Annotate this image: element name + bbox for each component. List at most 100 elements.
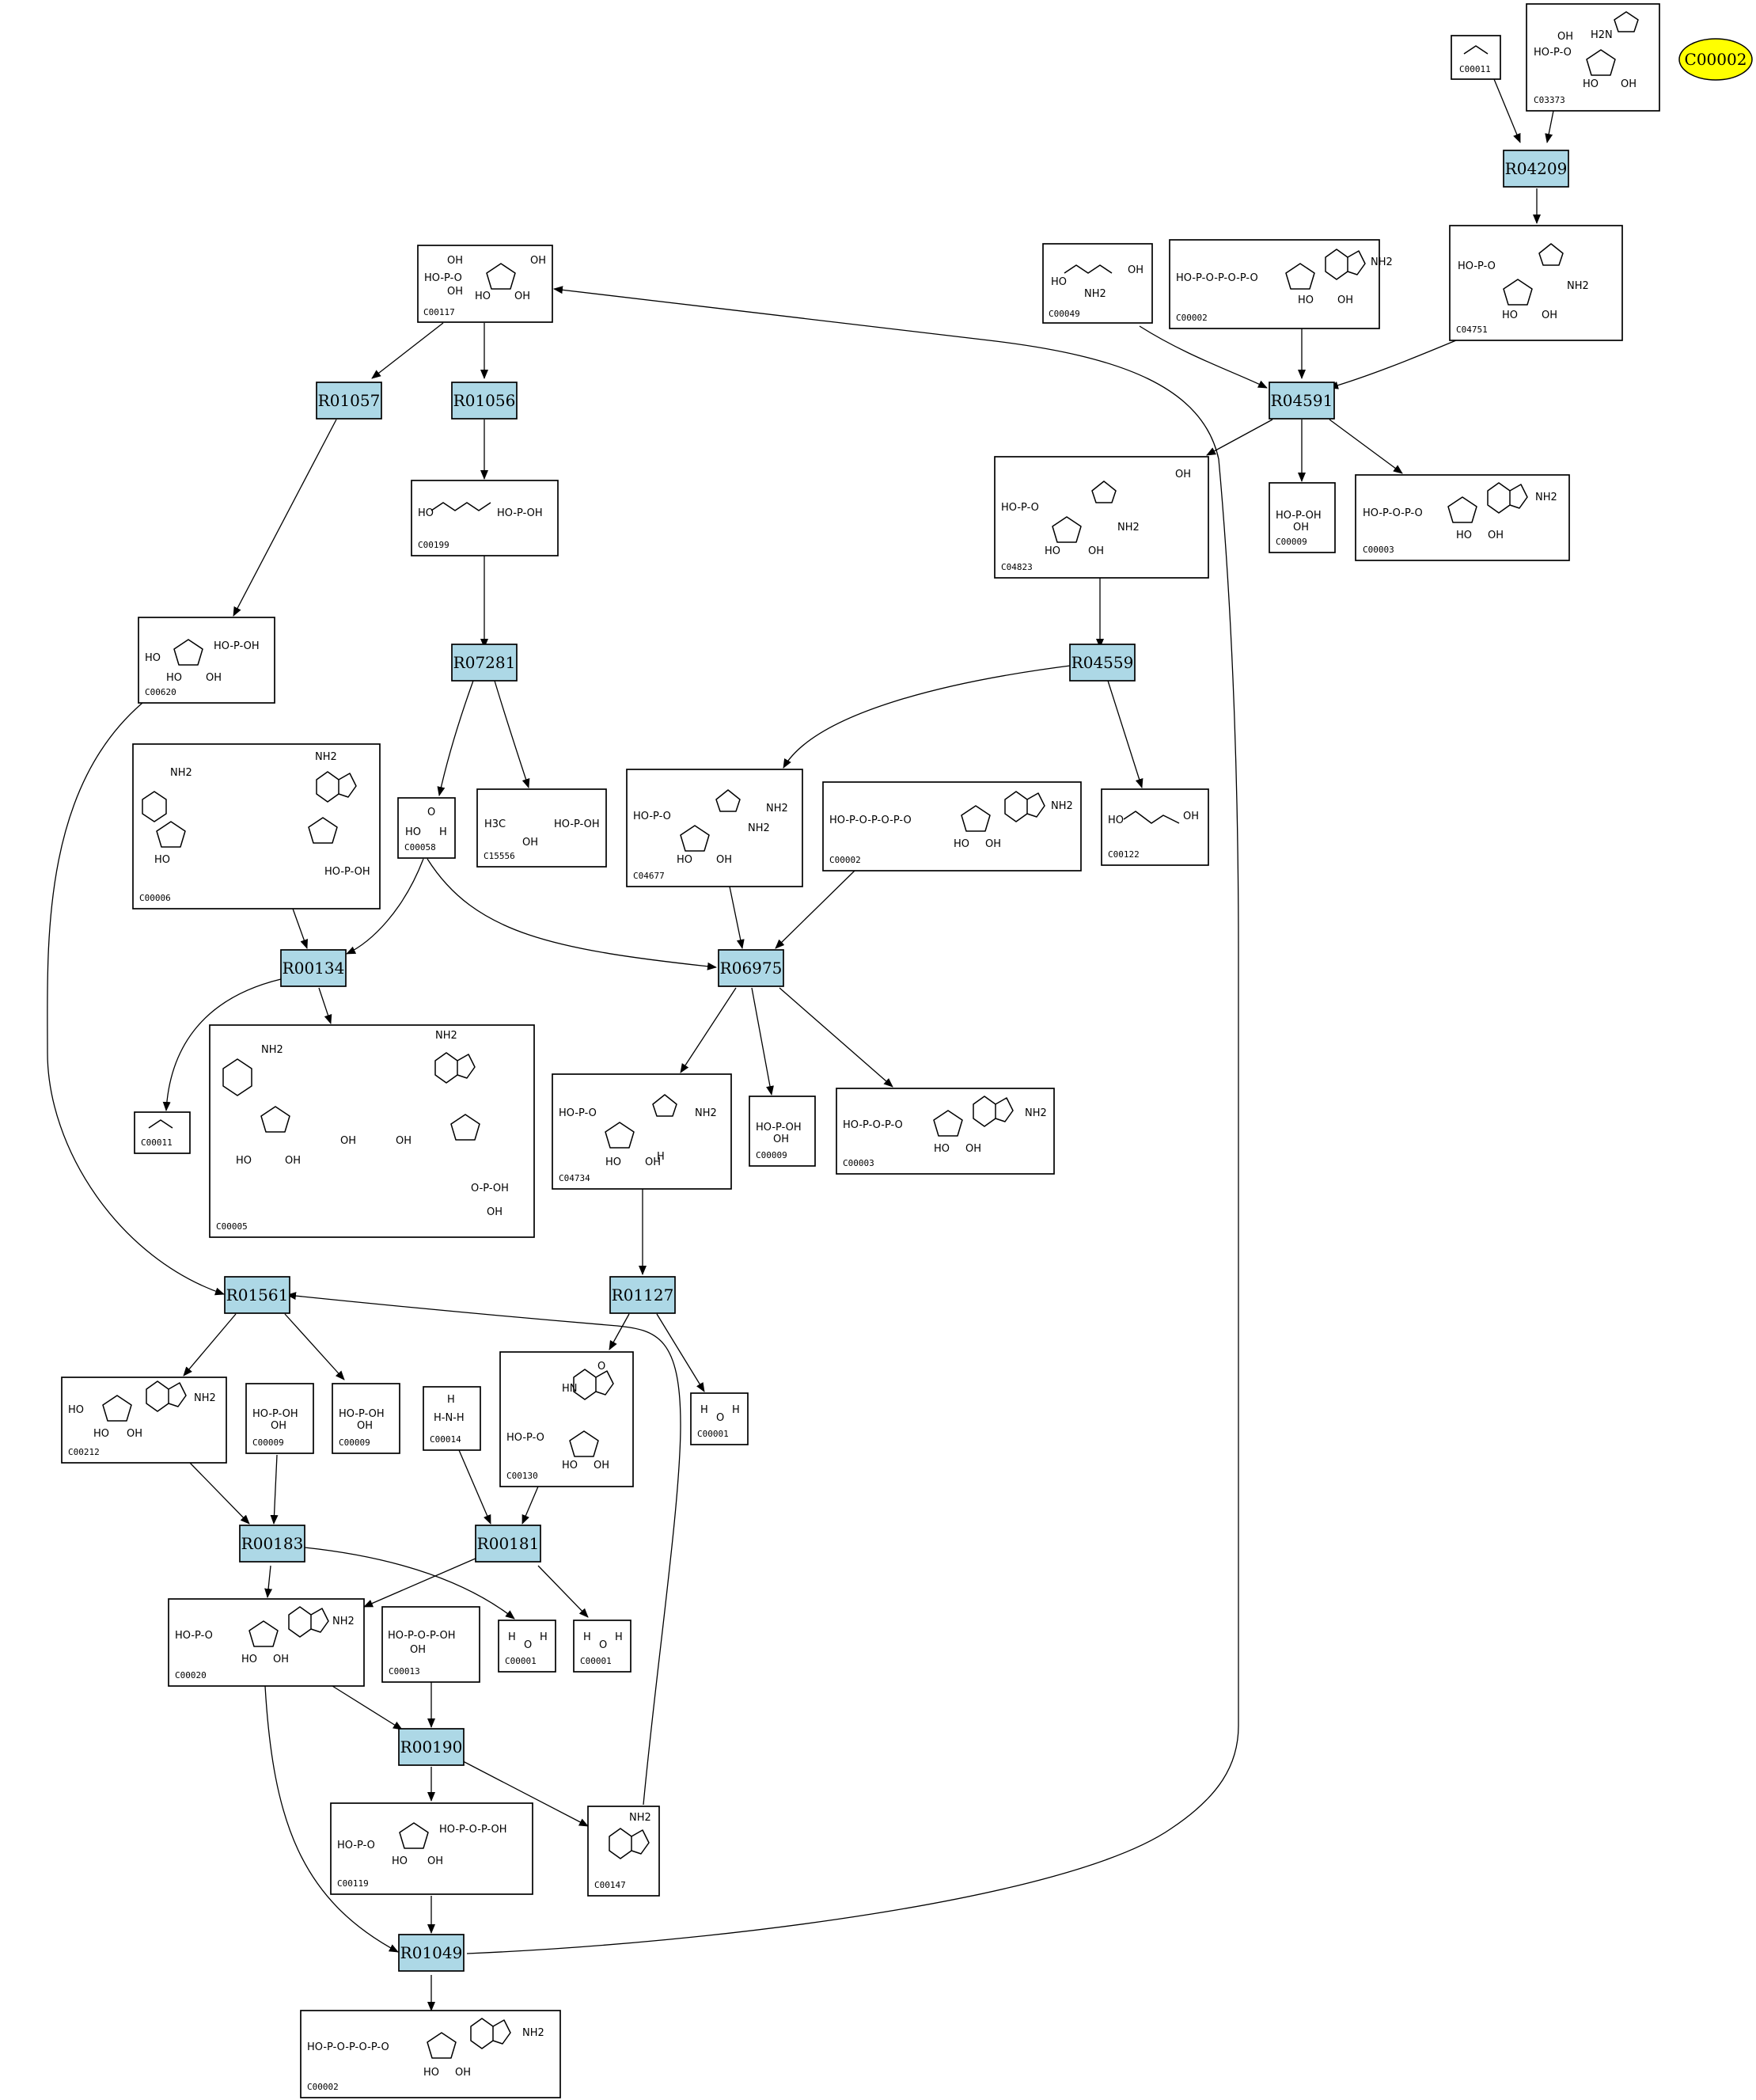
svg-text:C04751: C04751 — [1456, 325, 1488, 335]
svg-text:HO: HO — [1583, 78, 1599, 90]
reaction-r01056[interactable]: R01056 — [451, 382, 518, 420]
compound-c00009-top[interactable]: HO-P-OH OH C00009 — [1269, 482, 1336, 553]
compound-c00013[interactable]: HO-P-O-P-OH OH C00013 — [381, 1606, 480, 1683]
compound-c00003-top[interactable]: HO-P-O-P-O NH2 HO OH C00003 — [1355, 474, 1570, 561]
svg-text:C00130: C00130 — [506, 1471, 538, 1481]
svg-text:OH: OH — [127, 1428, 142, 1440]
edge-c00014-r00181 — [458, 1449, 491, 1525]
compound-c00049[interactable]: HO OH NH2 C00049 — [1042, 243, 1153, 324]
svg-text:HO-P-O: HO-P-O — [559, 1107, 597, 1119]
svg-text:OH: OH — [522, 837, 538, 849]
edge-c00058-r06975 — [427, 858, 717, 970]
compound-c00130[interactable]: O HN HO-P-O HO OH C00130 — [499, 1351, 634, 1487]
svg-text:OH: OH — [1542, 309, 1557, 321]
reaction-r07281[interactable]: R07281 — [451, 644, 518, 682]
compound-c00122[interactable]: HO OH C00122 — [1101, 788, 1209, 866]
svg-text:C00003: C00003 — [843, 1158, 874, 1168]
edge-r01127-c00130 — [609, 1313, 630, 1350]
svg-text:C04823: C04823 — [1001, 562, 1033, 572]
compound-c00009-b[interactable]: HO-P-OH OH C00009 — [332, 1383, 400, 1454]
compound-c00005[interactable]: NH2 NH2 HO OH OH OH O-P-OH OH C00005 — [209, 1024, 535, 1238]
svg-text:OH: OH — [645, 1156, 661, 1168]
highlight-c00002[interactable]: C00002 — [1678, 38, 1753, 81]
compound-c04734[interactable]: HO-P-O NH2 H HO OH C04734 — [552, 1073, 732, 1190]
compound-c00119[interactable]: HO-P-O HO-P-O-P-OH HO OH C00119 — [330, 1802, 533, 1895]
svg-text:NH2: NH2 — [1371, 256, 1393, 268]
svg-text:HO: HO — [475, 291, 491, 302]
edge-c00058-r00134 — [346, 858, 424, 955]
compound-c00199[interactable]: HO HO-P-OH C00199 — [411, 480, 559, 556]
reaction-r00190[interactable]: R00190 — [398, 1728, 465, 1766]
reaction-r00181[interactable]: R00181 — [475, 1525, 541, 1563]
svg-text:C00001: C00001 — [697, 1429, 729, 1439]
compound-c00620[interactable]: HO HO-P-OH HO OH C00620 — [138, 617, 275, 704]
svg-text:HO: HO — [1502, 309, 1518, 321]
svg-text:C00011: C00011 — [1459, 64, 1491, 74]
compound-c04677[interactable]: HO-P-O NH2 NH2 HO OH C04677 — [626, 769, 803, 887]
svg-text:HO: HO — [1045, 545, 1060, 557]
svg-text:HO-P-O-P-O-P-O: HO-P-O-P-O-P-O — [307, 2041, 389, 2053]
compound-c00117[interactable]: HO-P-O OH OH OH HO OH C00117 — [417, 245, 553, 323]
reaction-r01057[interactable]: R01057 — [316, 382, 382, 420]
reaction-r04591[interactable]: R04591 — [1269, 382, 1335, 420]
compound-c00002-top[interactable]: HO-P-O-P-O-P-O NH2 HO OH C00002 — [1169, 239, 1393, 329]
svg-text:HO-P-O-P-O-P-O: HO-P-O-P-O-P-O — [1176, 272, 1258, 284]
svg-text:C00006: C00006 — [139, 893, 171, 903]
reaction-r00183[interactable]: R00183 — [239, 1525, 305, 1563]
svg-text:OH: OH — [271, 1420, 286, 1432]
compound-c00003-mid[interactable]: HO-P-O-P-O NH2 HO OH C00003 — [836, 1088, 1055, 1175]
svg-text:HO-P-O-P-O-P-O: HO-P-O-P-O-P-O — [829, 815, 912, 826]
svg-text:HO: HO — [954, 838, 969, 850]
svg-text:C00122: C00122 — [1108, 849, 1140, 860]
reaction-r01561[interactable]: R01561 — [224, 1276, 290, 1314]
reaction-r01049[interactable]: R01049 — [398, 1934, 465, 1972]
svg-text:NH2: NH2 — [695, 1107, 717, 1119]
svg-text:R00181: R00181 — [477, 1534, 540, 1553]
svg-text:HO: HO — [934, 1143, 950, 1155]
compound-c04823[interactable]: HO-P-O OH NH2 HO OH C04823 — [994, 456, 1209, 579]
compound-c00014[interactable]: H H-N-H C00014 — [423, 1386, 481, 1451]
edge-c03373-r04209 — [1545, 110, 1554, 143]
compound-c00006[interactable]: NH2 NH2 HO HO-P-OH C00006 — [132, 743, 381, 909]
compound-c00147[interactable]: NH2 C00147 — [587, 1806, 660, 1897]
svg-text:HO-P-OH: HO-P-OH — [252, 1408, 298, 1420]
compound-c15556[interactable]: H3C OH HO-P-OH C15556 — [476, 788, 607, 868]
svg-text:OH: OH — [447, 286, 463, 298]
edge-r00181-c00020 — [363, 1557, 478, 1608]
svg-text:OH: OH — [487, 1206, 503, 1218]
compound-c00212[interactable]: HO NH2 HO OH C00212 — [61, 1377, 227, 1464]
edge-c00020-r01049 — [264, 1685, 399, 1953]
compound-c04751[interactable]: HO-P-O NH2 HO OH C04751 — [1449, 225, 1623, 341]
compound-c00058[interactable]: O HO H C00058 — [397, 797, 456, 859]
reaction-r01127[interactable]: R01127 — [609, 1276, 676, 1314]
compound-c00001-c[interactable]: H O H C00001 — [573, 1620, 631, 1673]
compound-c00011-top[interactable]: C00011 — [1451, 35, 1501, 80]
compound-c00020[interactable]: HO-P-O NH2 HO OH C00020 — [168, 1598, 365, 1687]
edge-c00049-r04591 — [1139, 325, 1268, 389]
reaction-r00134[interactable]: R00134 — [280, 949, 347, 987]
compound-c00011-mid[interactable]: C00011 — [134, 1111, 191, 1154]
svg-text:NH2: NH2 — [332, 1616, 355, 1627]
svg-text:HO-P-O-P-O: HO-P-O-P-O — [843, 1119, 903, 1131]
compound-c00009-a[interactable]: HO-P-OH OH C00009 — [245, 1383, 314, 1454]
edge-r01561-c00009b — [284, 1313, 345, 1380]
svg-text:R06975: R06975 — [720, 959, 783, 978]
edge-c00620-r01561 — [47, 702, 225, 1296]
compound-c00009-mid[interactable]: HO-P-OH OH C00009 — [749, 1096, 816, 1167]
svg-text:HO: HO — [1108, 815, 1124, 826]
compound-c03373[interactable]: OH HO-P-O H2N HO OH C03373 — [1526, 3, 1660, 112]
edge-r04591-c04823 — [1206, 419, 1273, 456]
svg-text:H-N-H: H-N-H — [434, 1412, 465, 1424]
reaction-r04559[interactable]: R04559 — [1069, 644, 1136, 682]
compound-c00001-a[interactable]: H O H C00001 — [690, 1392, 749, 1445]
svg-text:NH2: NH2 — [1084, 288, 1106, 300]
compound-c00002-mid[interactable]: HO-P-O-P-O-P-O NH2 HO OH C00002 — [822, 781, 1082, 872]
edge-c00020-r00190 — [332, 1685, 403, 1730]
compound-c00001-b[interactable]: H O H C00001 — [498, 1620, 556, 1673]
reaction-r06975[interactable]: R06975 — [718, 949, 784, 987]
reaction-r04209[interactable]: R04209 — [1503, 150, 1569, 188]
svg-text:NH2: NH2 — [1025, 1107, 1047, 1119]
compound-c00002-bot[interactable]: HO-P-O-P-O-P-O NH2 HO OH C00002 — [300, 2010, 561, 2098]
svg-text:HO: HO — [392, 1855, 408, 1867]
svg-text:R00134: R00134 — [283, 959, 345, 978]
